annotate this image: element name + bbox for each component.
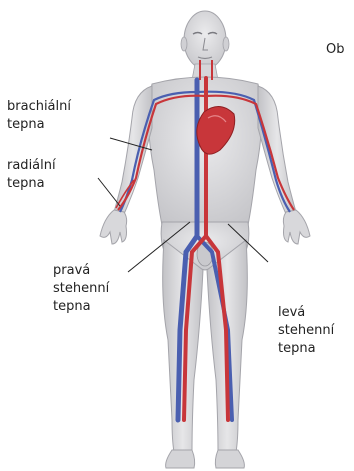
brachial-artery-label: brachiální tepna [7, 98, 71, 134]
left-arm [258, 86, 310, 244]
left-femoral-artery-label: levá stehenní tepna [278, 304, 334, 358]
head [181, 11, 229, 69]
corner-label: Ob [326, 41, 344, 59]
right-femoral-artery-label: pravá stehenní tepna [53, 262, 109, 316]
leader-radial [98, 178, 120, 206]
radial-artery-label: radiální tepna [7, 157, 56, 193]
right-arm [100, 86, 152, 244]
